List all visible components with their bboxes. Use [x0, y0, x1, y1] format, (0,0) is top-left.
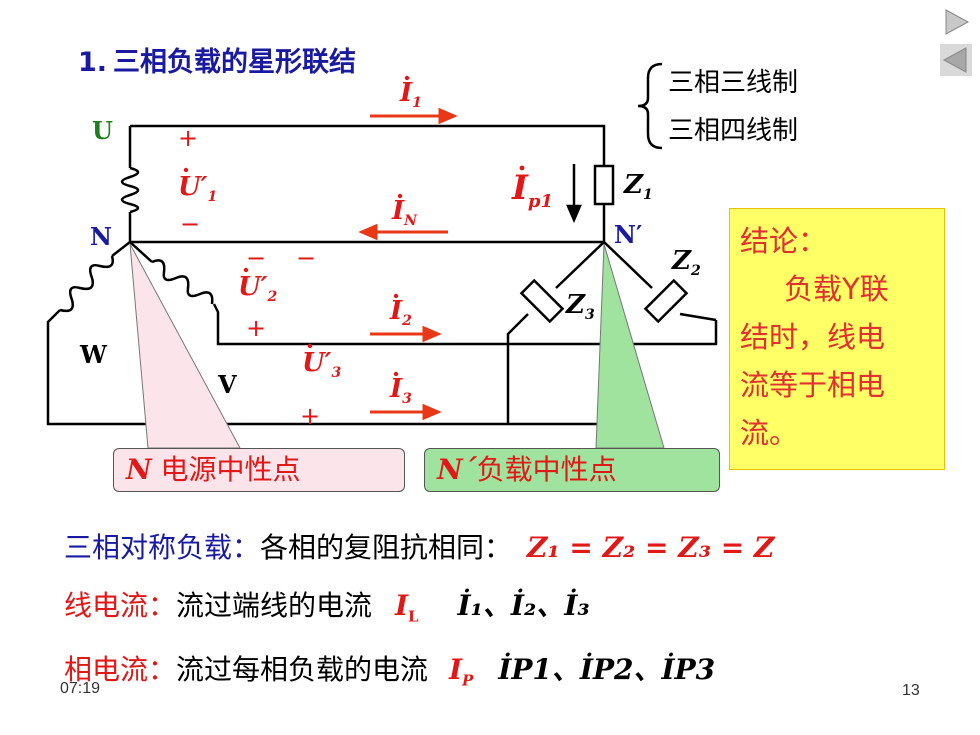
minus-u2: −	[246, 244, 267, 272]
circuit-wires	[46, 124, 718, 426]
page-number: 13	[902, 682, 920, 699]
wire-z3-lead	[506, 313, 529, 424]
phase-current-label: 相电流：	[64, 653, 177, 686]
wire-u-line	[130, 124, 606, 166]
coil-w	[59, 255, 114, 313]
label-w: W	[80, 340, 107, 369]
title-text: 三相负载的星形联结	[113, 47, 357, 78]
coil-u1	[120, 166, 140, 214]
conclusion-line-5: 流。	[740, 416, 799, 450]
page-title: 1.三相负载的星形联结	[78, 40, 356, 79]
symmetric-text: 各相的复阻抗相同：	[260, 531, 513, 564]
label-in: IN	[392, 196, 417, 230]
conclusion-box: 结论： 负载Y联 结时，线电 流等于相电 流。	[729, 208, 945, 470]
symmetric-row: 三相对称负载：各相的复阻抗相同： Z₁ = Z₂ = Z₃ = Z	[64, 526, 774, 566]
phase-current-text: 流过每相负载的电流	[176, 653, 429, 686]
source-neutral-text: 电源中性点	[160, 453, 301, 486]
load-neutral-pointer	[595, 243, 665, 449]
conclusion-line-4: 流等于相电	[740, 368, 886, 402]
label-z2: Z2	[672, 246, 701, 280]
four-wire-label: 三相四线制	[668, 116, 799, 146]
label-z1: Z1	[624, 170, 653, 204]
label-u: U	[92, 116, 113, 145]
label-u3: U′3	[302, 348, 342, 382]
label-n-prime: N′	[614, 220, 643, 249]
label-n: N	[90, 222, 112, 251]
phasor-dots	[183, 75, 525, 377]
load-neutral-letter: N´	[437, 453, 477, 486]
arrow-ip1	[566, 164, 582, 224]
minus-u3: −	[296, 244, 317, 272]
current-arrows	[358, 107, 458, 421]
conclusion-line-3: 结时，线电	[740, 320, 886, 354]
wire-v-line	[212, 303, 718, 346]
title-number: 1.	[78, 47, 108, 78]
conclusion-line-1: 结论：	[740, 224, 828, 258]
line-current-row: 线电流：流过端线的电流 IL İ₁、İ₂、İ₃	[64, 584, 590, 626]
resistor-z2	[643, 278, 689, 324]
load-neutral-text: 负载中性点	[476, 453, 617, 486]
resistor-z1	[593, 164, 615, 206]
label-u2: U′2	[238, 272, 278, 306]
footer-time: 07:19	[60, 680, 101, 697]
phase-current-symbol: IP	[448, 653, 474, 690]
symmetric-label: 三相对称负载：	[64, 531, 261, 564]
brace-icon	[637, 62, 663, 150]
label-i3: I3	[390, 374, 412, 408]
wire-w-line	[46, 309, 604, 426]
label-z3: Z3	[566, 290, 595, 324]
label-i2: I2	[390, 296, 412, 330]
arrow-i1-head	[438, 107, 458, 125]
symmetric-formula: Z₁ = Z₂ = Z₃ = Z	[526, 531, 775, 564]
three-wire-label: 三相三线制	[668, 68, 799, 98]
arrow-i3-head	[422, 403, 442, 421]
line-current-list: İ₁、İ₂、İ₃	[457, 589, 590, 622]
minus-u1: −	[180, 210, 201, 238]
label-v: V	[218, 370, 237, 399]
coil-v	[151, 259, 214, 305]
plus-u1: +	[178, 124, 199, 152]
label-u1: U′1	[178, 172, 218, 206]
arrow-i2-head	[422, 325, 442, 343]
phase-current-list: İP1、İP2、İP3	[498, 653, 716, 686]
load-neutral-callout: N´负载中性点	[424, 448, 720, 492]
label-ip1: Ip1	[512, 168, 554, 212]
phase-current-row: 相电流：流过每相负载的电流 IP İP1、İP2、İP3	[64, 648, 715, 690]
wire-z2-lead	[679, 312, 717, 322]
plus-u2: +	[246, 314, 267, 342]
line-current-label: 线电流：	[64, 589, 177, 622]
source-neutral-pointer	[129, 243, 241, 449]
source-neutral-callout: N 电源中性点	[113, 448, 405, 492]
resistor-z3	[519, 278, 565, 324]
plus-u3: +	[300, 402, 321, 430]
source-neutral-letter: N	[126, 453, 152, 486]
arrow-in-head	[358, 223, 378, 241]
line-current-symbol: IL	[394, 589, 419, 626]
triangle-right-icon[interactable]	[940, 6, 972, 38]
label-i1: I1	[400, 78, 422, 112]
conclusion-line-2: 负载Y联	[784, 272, 889, 306]
line-current-text: 流过端线的电流	[176, 589, 373, 622]
triangle-left-icon[interactable]	[940, 44, 972, 76]
